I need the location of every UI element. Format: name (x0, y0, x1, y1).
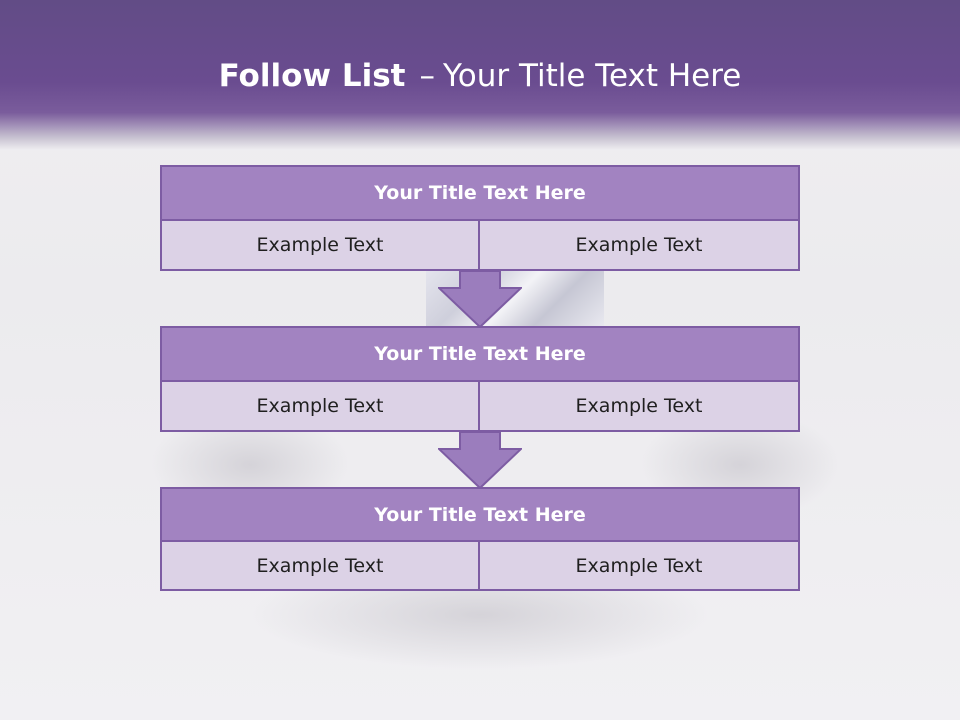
list-block-1: Your Title Text Here Example Text Exampl… (160, 165, 800, 271)
block-title: Your Title Text Here (160, 165, 800, 221)
block-cell-right: Example Text (480, 382, 800, 432)
block-cell-right: Example Text (480, 542, 800, 591)
block-title: Your Title Text Here (160, 326, 800, 382)
block-cell-left: Example Text (160, 542, 480, 591)
block-cell-left: Example Text (160, 221, 480, 271)
title-bold: Follow List (218, 58, 406, 94)
block-cell-left: Example Text (160, 382, 480, 432)
list-block-2: Your Title Text Here Example Text Exampl… (160, 326, 800, 432)
down-arrow-icon (438, 431, 522, 489)
block-cell-right: Example Text (480, 221, 800, 271)
block-title: Your Title Text Here (160, 487, 800, 542)
title-rest: Your Title Text Here (442, 58, 742, 94)
header-band (0, 0, 960, 150)
down-arrow-icon (438, 270, 522, 328)
slide-title: Follow List–Your Title Text Here (0, 56, 960, 96)
list-block-3: Your Title Text Here Example Text Exampl… (160, 487, 800, 591)
title-dash: – (419, 58, 435, 94)
